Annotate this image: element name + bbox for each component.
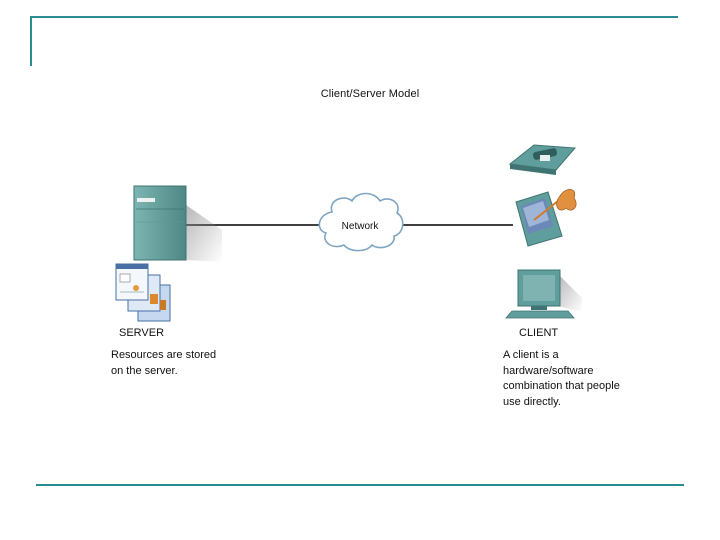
frame-bottom-rule bbox=[36, 484, 684, 486]
server-tower-icon bbox=[133, 185, 222, 262]
network-label: Network bbox=[342, 221, 380, 232]
desktop-computer-icon bbox=[505, 269, 582, 319]
diagram-title: Client/Server Model bbox=[320, 88, 420, 100]
pda-icon bbox=[515, 189, 577, 247]
frame-left-rule bbox=[30, 16, 32, 66]
client-description: A client is a hardware/software combinat… bbox=[503, 349, 620, 408]
phone-icon bbox=[508, 144, 577, 175]
frame-top-rule bbox=[30, 16, 678, 18]
documents-icon bbox=[115, 263, 171, 322]
server-description: Resources are stored on the server. bbox=[111, 349, 217, 377]
network-cloud-icon: Network bbox=[318, 192, 404, 252]
server-label: SERVER bbox=[119, 327, 165, 339]
client-label: CLIENT bbox=[519, 327, 559, 339]
